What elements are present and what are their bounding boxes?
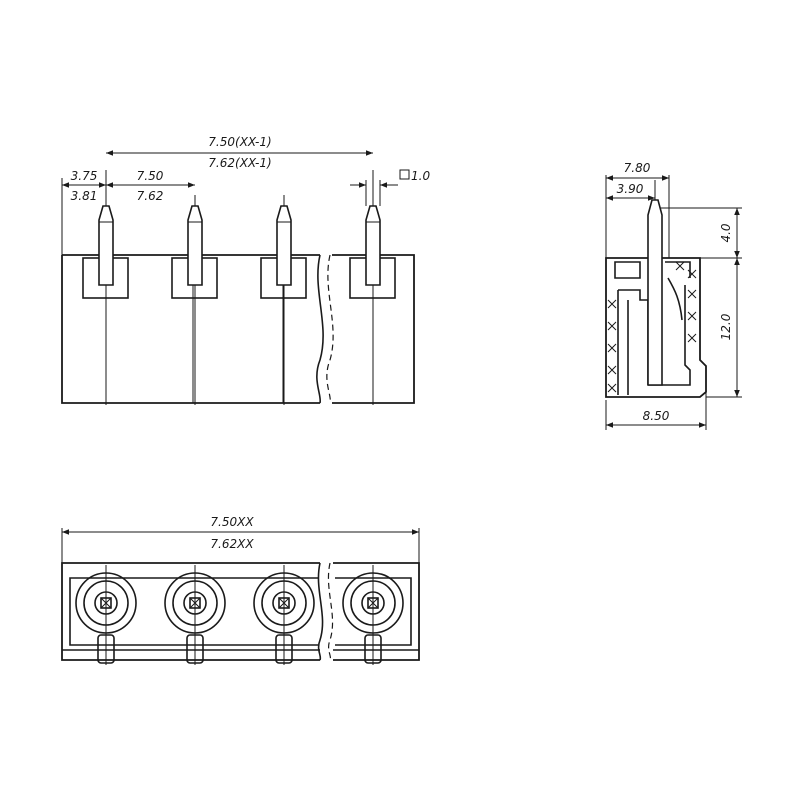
dim-pin-square-value: 1.0 xyxy=(411,169,430,183)
front-pin-2 xyxy=(171,205,218,299)
top-break-line xyxy=(317,562,324,661)
side-view: 7.80 3.90 4.0 12.0 8.50 xyxy=(605,161,742,430)
dim-pitch-total-b: 7.62(XX-1) xyxy=(208,156,271,170)
dim-pitch-total-a: 7.50(XX-1) xyxy=(208,135,271,149)
top-centerlines xyxy=(105,565,374,665)
dim-pitch-total: 7.50(XX-1) 7.62(XX-1) xyxy=(106,135,373,170)
dim-pitch-b: 7.62 xyxy=(137,189,164,203)
dim-length-a: 7.50XX xyxy=(210,515,254,529)
dim-overall-length: 7.50XX 7.62XX xyxy=(62,515,419,551)
dim-edge: 3.75 3.81 xyxy=(62,169,106,203)
dim-base-width-value: 8.50 xyxy=(643,409,670,423)
dim-pitch: 7.50 7.62 xyxy=(106,169,195,203)
dim-length-b: 7.62XX xyxy=(210,537,254,551)
top-view: 7.50XX 7.62XX xyxy=(61,515,420,665)
front-break-line xyxy=(316,254,324,404)
dim-pin-square: 1.0 xyxy=(350,169,430,206)
dim-depth-value: 7.80 xyxy=(624,161,651,175)
front-pin-4 xyxy=(349,205,396,299)
dim-pin-offset: 3.90 xyxy=(606,182,655,201)
front-break-line-dashed xyxy=(326,254,334,404)
dim-edge-a: 3.75 xyxy=(71,169,98,183)
dim-pin-above: 4.0 xyxy=(719,208,740,258)
dim-edge-b: 3.81 xyxy=(71,189,98,203)
dim-pin-offset-value: 3.90 xyxy=(617,182,644,196)
front-view: 7.50(XX-1) 7.62(XX-1) 3.75 3.81 7.50 7.6… xyxy=(61,135,430,405)
square-symbol-icon xyxy=(399,169,410,180)
front-pin-1 xyxy=(82,205,129,299)
dim-body-height: 12.0 xyxy=(719,258,740,397)
top-body-outline xyxy=(61,562,420,661)
dim-body-height-value: 12.0 xyxy=(719,313,733,340)
front-pin-3 xyxy=(260,205,307,299)
front-body-outline xyxy=(61,254,415,404)
dim-pitch-a: 7.50 xyxy=(137,169,164,183)
top-break-line-dashed xyxy=(327,562,334,661)
dim-pin-above-value: 4.0 xyxy=(719,223,733,242)
side-body-outline xyxy=(605,257,707,398)
dim-depth: 7.80 xyxy=(606,161,669,181)
side-hatching xyxy=(607,261,697,393)
dim-base-width: 8.50 xyxy=(606,409,706,428)
front-divisions xyxy=(192,255,284,403)
side-pin xyxy=(647,199,663,386)
